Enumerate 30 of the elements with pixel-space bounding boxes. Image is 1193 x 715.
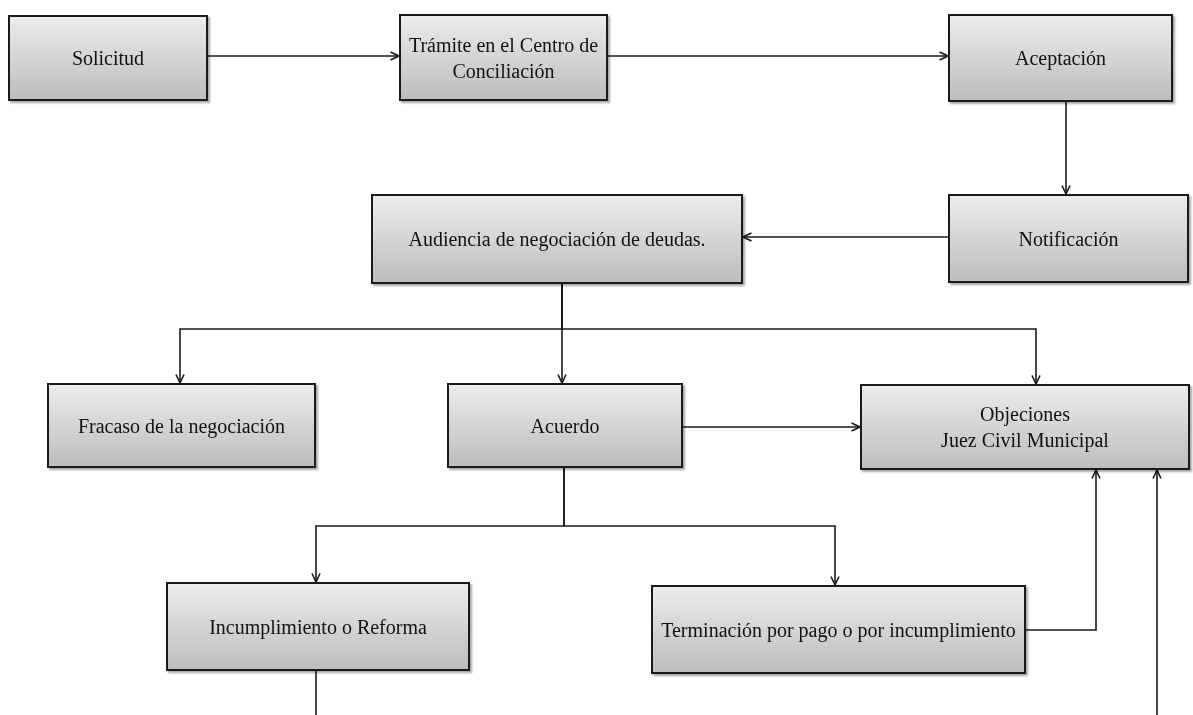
arrow [561,283,1041,385]
arrow [563,467,840,586]
box-label: Fracaso de la negociación [77,413,286,439]
box-label: Acuerdo [530,413,600,439]
process-box [651,585,1026,674]
box-label: Notificación [1018,226,1119,252]
box-label: Solicitud [71,46,145,71]
process-box [371,194,743,284]
arrow [607,51,949,61]
box-label: Juez Civil Municipal [941,428,1109,453]
box-label: Terminación por pago o por incumplimiento [661,617,1016,643]
arrow [742,232,949,242]
box-label: Aceptación [1014,46,1107,71]
box-label: Trámite en el Centro de Conciliación [407,32,600,84]
process-box [166,582,470,671]
arrow [1025,469,1101,631]
arrow [1061,101,1071,195]
process-box [447,383,683,468]
process-box [399,14,608,101]
box-label: Incumplimiento o Reforma [209,614,427,640]
process-box [860,384,1190,470]
process-box [47,383,316,468]
arrow [682,422,861,432]
box-label: Objeciones [980,402,1070,427]
arrow [207,51,400,61]
process-box [948,194,1189,283]
arrow [1152,469,1162,715]
process-box [948,14,1173,102]
box-label: Audiencia de negociación de deudas. [408,227,706,252]
process-box [8,15,208,101]
